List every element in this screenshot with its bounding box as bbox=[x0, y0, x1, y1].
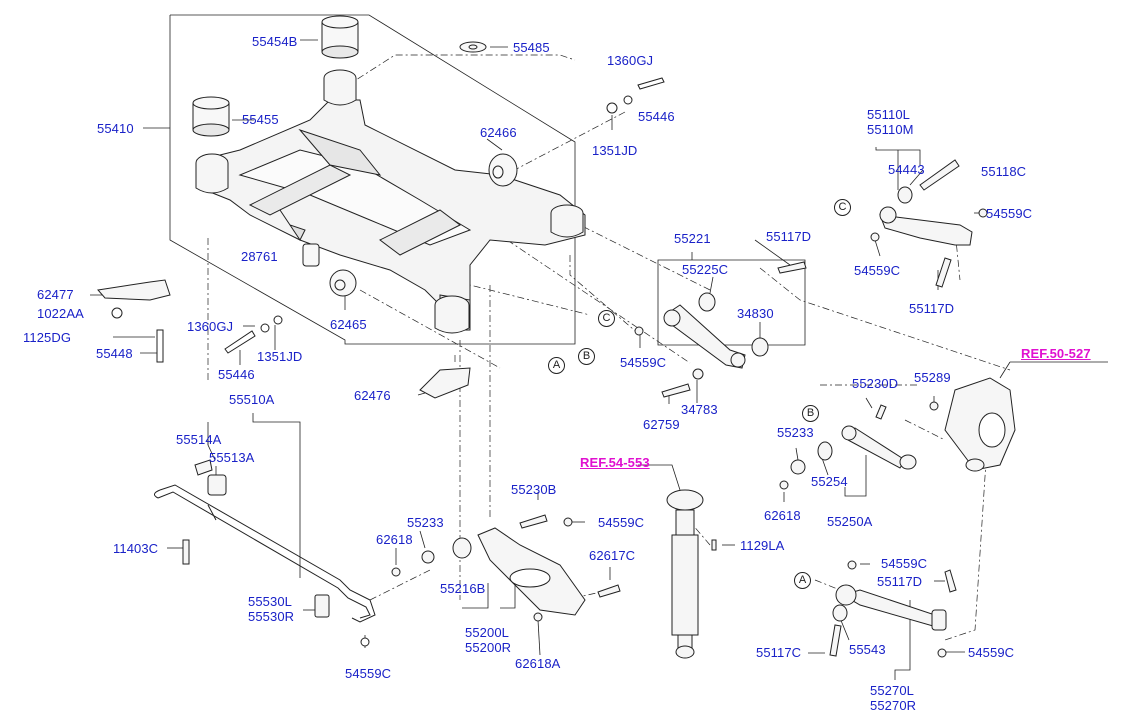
label-1351JD-top: 1351JD bbox=[592, 143, 638, 158]
label-1360GJ-top: 1360GJ bbox=[607, 53, 654, 68]
label-55233-left: 55233 bbox=[407, 515, 444, 530]
label-55221: 55221 bbox=[674, 231, 711, 246]
label-55410: 55410 bbox=[97, 121, 134, 136]
label-54443: 54443 bbox=[888, 162, 925, 177]
connector-a-marker-right: A bbox=[794, 572, 811, 589]
label-55530R: 55530R bbox=[248, 609, 295, 624]
connector-b-marker-right: B bbox=[802, 405, 819, 422]
label-62466: 62466 bbox=[480, 125, 517, 140]
reference-54-553[interactable]: REF.54-553 bbox=[580, 455, 650, 470]
label-55117C: 55117C bbox=[756, 645, 802, 660]
toe-link-55250A bbox=[779, 404, 917, 490]
label-55225C: 55225C bbox=[682, 262, 729, 277]
label-55118C: 55118C bbox=[981, 164, 1027, 179]
label-1125DG: 1125DG bbox=[23, 330, 72, 345]
label-54559C-6: 54559C bbox=[881, 556, 928, 571]
label-62465: 62465 bbox=[330, 317, 367, 332]
shock-absorber bbox=[666, 489, 717, 659]
label-55448: 55448 bbox=[96, 346, 133, 361]
label-1360GJ-mid: 1360GJ bbox=[187, 319, 234, 334]
label-55216B: 55216B bbox=[440, 581, 486, 596]
label-55254: 55254 bbox=[811, 474, 848, 489]
label-62618-right: 62618 bbox=[764, 508, 801, 523]
label-1351JD-mid: 1351JD bbox=[257, 349, 303, 364]
label-55446-mid: 55446 bbox=[218, 367, 255, 382]
label-55510A: 55510A bbox=[229, 392, 275, 407]
label-55485: 55485 bbox=[513, 40, 550, 55]
label-55230D: 55230D bbox=[852, 376, 899, 391]
connector-a-marker: A bbox=[548, 357, 565, 374]
label-55117D-2: 55117D bbox=[766, 229, 812, 244]
label-62617C: 62617C bbox=[589, 548, 636, 563]
label-62618-left: 62618 bbox=[376, 532, 413, 547]
label-62759: 62759 bbox=[643, 417, 680, 432]
label-55514A: 55514A bbox=[176, 432, 222, 447]
stabilizer-bar bbox=[154, 459, 376, 647]
label-11403C: 11403C bbox=[113, 541, 159, 556]
lower-arm-55200 bbox=[391, 514, 621, 622]
label-55200R: 55200R bbox=[465, 640, 512, 655]
label-54559C-4: 54559C bbox=[598, 515, 645, 530]
subframe-bushings bbox=[192, 15, 518, 297]
label-55117D-1: 55117D bbox=[909, 301, 955, 316]
reference-50-527[interactable]: REF.50-527 bbox=[1021, 346, 1091, 361]
label-55110M: 55110M bbox=[867, 122, 914, 137]
label-55289: 55289 bbox=[914, 370, 951, 385]
label-55455: 55455 bbox=[242, 112, 279, 127]
label-55543: 55543 bbox=[849, 642, 886, 657]
connector-b-marker: B bbox=[578, 348, 595, 365]
label-34783: 34783 bbox=[681, 402, 718, 417]
label-62476: 62476 bbox=[354, 388, 391, 403]
trailing-arm-55110 bbox=[870, 159, 988, 288]
label-55200L: 55200L bbox=[465, 625, 509, 640]
label-54559C-5: 54559C bbox=[345, 666, 392, 681]
subframe-bushing-mounts bbox=[195, 69, 584, 334]
rear-subframe bbox=[199, 99, 586, 331]
label-55270L: 55270L bbox=[870, 683, 914, 698]
label-62477: 62477 bbox=[37, 287, 74, 302]
label-54559C-7: 54559C bbox=[968, 645, 1015, 660]
label-34830: 34830 bbox=[737, 306, 774, 321]
arm-55270 bbox=[829, 560, 957, 658]
label-54559C-3: 54559C bbox=[620, 355, 667, 370]
label-55270R: 55270R bbox=[870, 698, 917, 713]
label-1129LA: 1129LA bbox=[740, 538, 785, 553]
knuckle bbox=[929, 377, 1016, 472]
upper-arm-55221 bbox=[634, 261, 807, 398]
label-54559C-1: 54559C bbox=[986, 206, 1033, 221]
label-55454B: 55454B bbox=[252, 34, 298, 49]
label-55117D-3: 55117D bbox=[877, 574, 923, 589]
subframe-bolts bbox=[111, 77, 665, 363]
connector-c-marker-right: C bbox=[834, 199, 851, 216]
connector-c-marker: C bbox=[598, 310, 615, 327]
label-55233-right: 55233 bbox=[777, 425, 814, 440]
label-55110L: 55110L bbox=[867, 107, 911, 122]
label-55250A: 55250A bbox=[827, 514, 873, 529]
brackets bbox=[97, 279, 471, 399]
label-55530L: 55530L bbox=[248, 594, 292, 609]
label-55513A: 55513A bbox=[209, 450, 255, 465]
label-1022AA: 1022AA bbox=[37, 306, 84, 321]
label-54559C-2: 54559C bbox=[854, 263, 901, 278]
label-28761: 28761 bbox=[241, 249, 278, 264]
label-62618A: 62618A bbox=[515, 656, 561, 671]
label-55446-top: 55446 bbox=[638, 109, 675, 124]
label-55230B: 55230B bbox=[511, 482, 557, 497]
